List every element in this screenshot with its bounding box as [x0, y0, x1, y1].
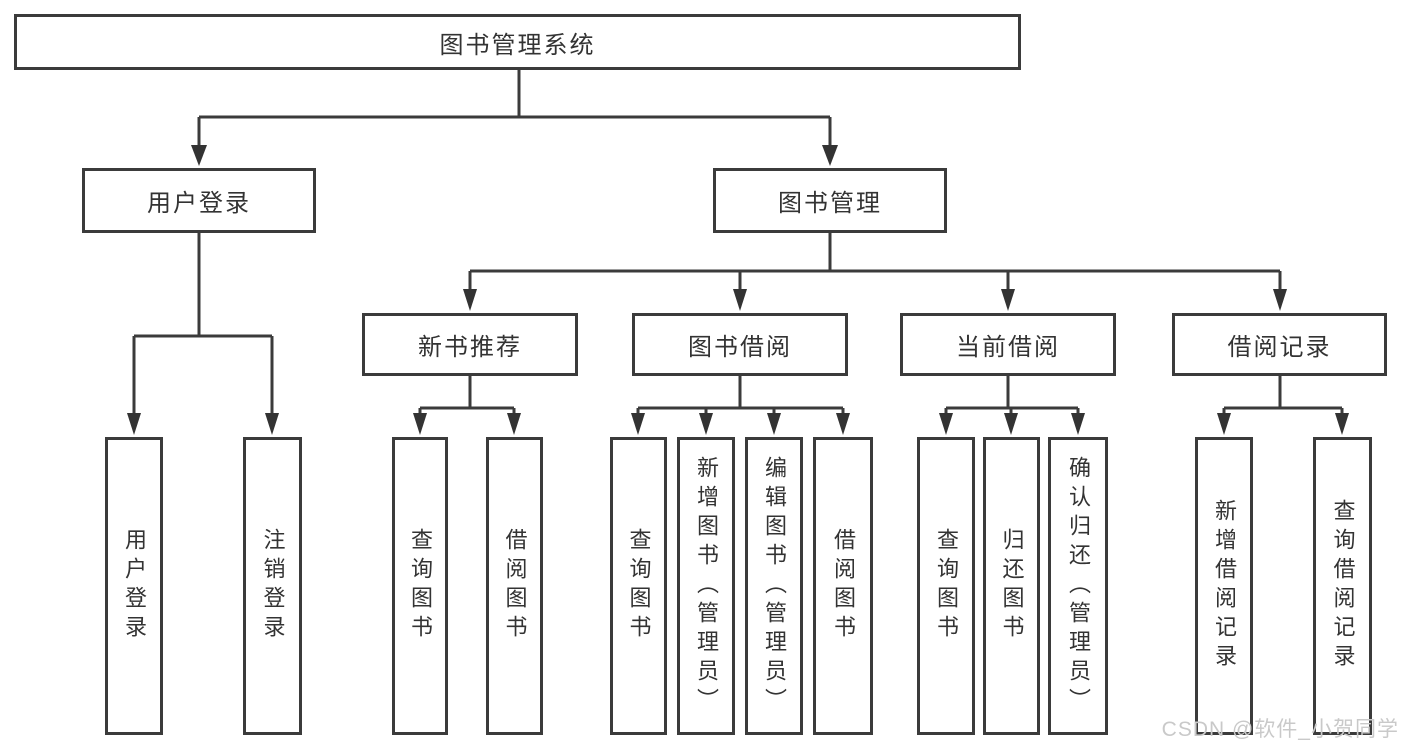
- leaf-label: 注销登录: [260, 528, 286, 644]
- arrowhead-icon: [1001, 289, 1015, 311]
- connector-book-borrow-to-leaves: [636, 376, 845, 414]
- leaf-add-borrow-record: 新增借阅记录: [1195, 437, 1253, 735]
- arrowhead-icon: [191, 145, 207, 166]
- arrowhead-icon: [836, 413, 850, 435]
- arrowhead-icon: [127, 413, 141, 435]
- leaf-edit-books-admin: 编辑图书（管理员）: [745, 437, 803, 735]
- leaf-query-books: 查询图书: [392, 437, 448, 735]
- arrowhead-icon: [413, 413, 427, 435]
- arrowhead-icon: [1335, 413, 1349, 435]
- node-user-login: 用户登录: [82, 168, 316, 233]
- node-current-borrowing: 当前借阅: [900, 313, 1116, 376]
- connector-root-to-level2: [197, 70, 832, 146]
- arrowhead-icon: [1217, 413, 1231, 435]
- arrowhead-icon: [1071, 413, 1085, 435]
- node-book-borrowing: 图书借阅: [632, 313, 848, 376]
- node-label: 借阅记录: [1227, 334, 1332, 361]
- node-label: 图书借阅: [688, 334, 792, 361]
- node-label: 新书推荐: [418, 334, 522, 361]
- leaf-query-books: 查询图书: [917, 437, 975, 735]
- leaf-confirm-return-admin: 确认归还（管理员）: [1048, 437, 1108, 735]
- arrowhead-icon: [822, 145, 838, 166]
- leaf-label: 新增图书（管理员）: [694, 455, 719, 717]
- leaf-label: 查询图书: [934, 528, 959, 644]
- connector-new-book-to-leaves: [418, 376, 516, 414]
- arrowhead-icon: [1004, 413, 1018, 435]
- leaf-return-books: 归还图书: [983, 437, 1040, 735]
- leaf-label: 编辑图书（管理员）: [762, 455, 787, 717]
- connector-paths: [132, 70, 1344, 414]
- csdn-watermark: CSDN @软件_小贺同学: [1161, 718, 1399, 741]
- leaf-borrow-books: 借阅图书: [813, 437, 873, 735]
- leaf-query-borrow-record: 查询借阅记录: [1313, 437, 1372, 735]
- node-book-management: 图书管理: [713, 168, 947, 233]
- node-label: 图书管理: [778, 190, 882, 217]
- leaf-user-login: 用户登录: [105, 437, 163, 735]
- node-library-management-system: 图书管理系统: [14, 14, 1021, 70]
- leaf-label: 用户登录: [122, 528, 147, 644]
- connector-current-borrow-to-leaves: [944, 376, 1080, 414]
- arrowhead-icon: [265, 413, 279, 435]
- node-label: 用户登录: [147, 190, 251, 217]
- leaf-add-books-admin: 新增图书（管理员）: [677, 437, 735, 735]
- arrowhead-icon: [939, 413, 953, 435]
- leaf-label: 借阅图书: [831, 528, 856, 644]
- leaf-label: 确认归还（管理员）: [1066, 455, 1091, 717]
- leaf-label: 新增借阅记录: [1212, 499, 1237, 673]
- connector-borrow-records-to-leaves: [1222, 376, 1344, 414]
- arrowhead-icon: [463, 289, 477, 311]
- arrowhead-icon: [631, 413, 645, 435]
- node-new-book-recommendation: 新书推荐: [362, 313, 578, 376]
- arrowhead-icon: [699, 413, 713, 435]
- leaf-query-books: 查询图书: [610, 437, 667, 735]
- arrowheads: [127, 145, 1349, 435]
- node-label: 图书管理系统: [439, 31, 596, 59]
- node-borrowing-records: 借阅记录: [1172, 313, 1387, 376]
- leaf-label: 查询图书: [408, 528, 433, 644]
- leaf-label: 归还图书: [999, 528, 1025, 644]
- leaf-label: 借阅图书: [502, 528, 528, 644]
- connector-user-login-to-leaves: [132, 233, 274, 414]
- leaf-borrow-books: 借阅图书: [486, 437, 543, 735]
- node-label: 当前借阅: [956, 334, 1060, 361]
- leaf-label: 查询借阅记录: [1330, 499, 1356, 673]
- leaf-logout: 注销登录: [243, 437, 302, 735]
- arrowhead-icon: [1273, 289, 1287, 311]
- arrowhead-icon: [767, 413, 781, 435]
- arrowhead-icon: [733, 289, 747, 311]
- connector-book-management-to-level3: [468, 233, 1282, 290]
- leaf-label: 查询图书: [626, 528, 652, 644]
- arrowhead-icon: [507, 413, 521, 435]
